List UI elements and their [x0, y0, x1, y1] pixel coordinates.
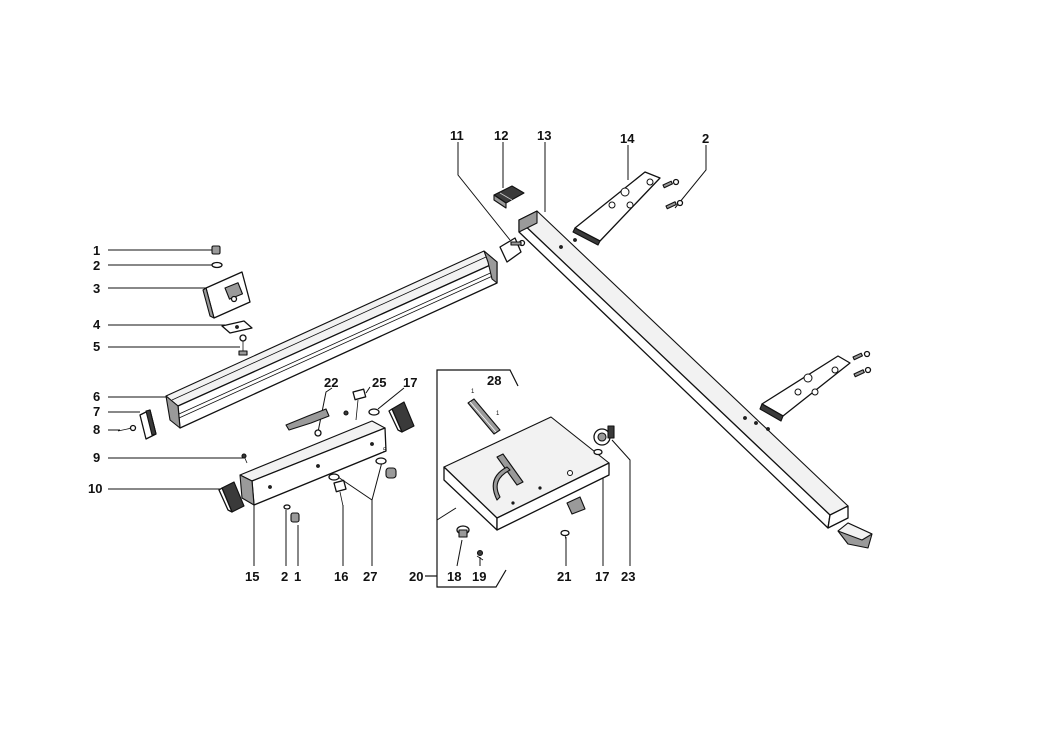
assembly-bracket-20 — [425, 369, 519, 588]
callout-4: 4 — [93, 317, 101, 332]
leader-lines — [108, 142, 707, 567]
callout-2c: 2 — [281, 569, 288, 584]
callout-2b: 2 — [702, 131, 709, 146]
part-25-bolt — [343, 388, 367, 421]
part-22-lever — [285, 408, 330, 437]
part-27-washers — [328, 457, 387, 481]
callout-2a: 2 — [93, 258, 100, 273]
callout-3: 3 — [93, 281, 100, 296]
callout-8: 8 — [93, 422, 100, 437]
callout-labels: 1 2 3 4 5 6 7 8 9 10 11 12 13 14 2 22 25… — [88, 128, 709, 584]
callout-9: 9 — [93, 450, 100, 465]
part-23-clamp-knob — [593, 425, 615, 446]
small-mark-1: 1 — [471, 389, 475, 395]
small-mark-2: 1 — [496, 411, 500, 417]
callout-12: 12 — [494, 128, 508, 143]
callout-14: 14 — [620, 131, 635, 146]
fence-rail — [165, 250, 498, 429]
assembly-20-slide — [443, 398, 610, 531]
part-19-screw — [476, 549, 484, 561]
callout-23: 23 — [621, 569, 635, 584]
callout-7: 7 — [93, 404, 100, 419]
callout-11: 11 — [450, 128, 464, 143]
callout-5: 5 — [93, 339, 100, 354]
part-15-short-rail — [239, 420, 387, 506]
part-17-washer-lower — [593, 448, 603, 456]
callout-17b: 17 — [595, 569, 609, 584]
callout-17a: 17 — [403, 375, 417, 390]
part-12-clamp — [493, 185, 525, 209]
part-11-bracket — [499, 237, 526, 263]
callout-1a: 1 — [93, 243, 100, 258]
part-21-bolt — [560, 529, 570, 541]
part-16-bolt — [333, 479, 347, 507]
callout-28: 28 — [487, 373, 501, 388]
part-7-end-block — [139, 409, 157, 440]
callout-19: 19 — [472, 569, 486, 584]
callout-6: 6 — [93, 389, 100, 404]
part-2-1-lower — [283, 504, 300, 523]
part-9-screw — [241, 453, 248, 464]
callout-16: 16 — [334, 569, 348, 584]
callout-18: 18 — [447, 569, 461, 584]
callout-13: 13 — [537, 128, 551, 143]
mounting-plate-upper — [572, 171, 684, 246]
support-beam — [518, 210, 873, 549]
left-small-parts — [202, 245, 253, 356]
callout-21: 21 — [557, 569, 571, 584]
part-17-washer-upper — [368, 408, 380, 416]
part-10-cap — [218, 481, 245, 513]
callout-25: 25 — [372, 375, 386, 390]
callout-20: 20 — [409, 569, 423, 584]
callout-27: 27 — [363, 569, 377, 584]
small-mark-3: 5 — [383, 448, 387, 454]
part-8-screw — [117, 424, 137, 432]
end-cap-right — [388, 401, 415, 433]
part-nut-small — [385, 467, 397, 479]
callout-1b: 1 — [294, 569, 301, 584]
part-18-knob — [456, 525, 470, 538]
callout-22: 22 — [324, 375, 338, 390]
callout-10: 10 — [88, 481, 102, 496]
callout-15: 15 — [245, 569, 259, 584]
mounting-plate-lower — [759, 350, 872, 422]
